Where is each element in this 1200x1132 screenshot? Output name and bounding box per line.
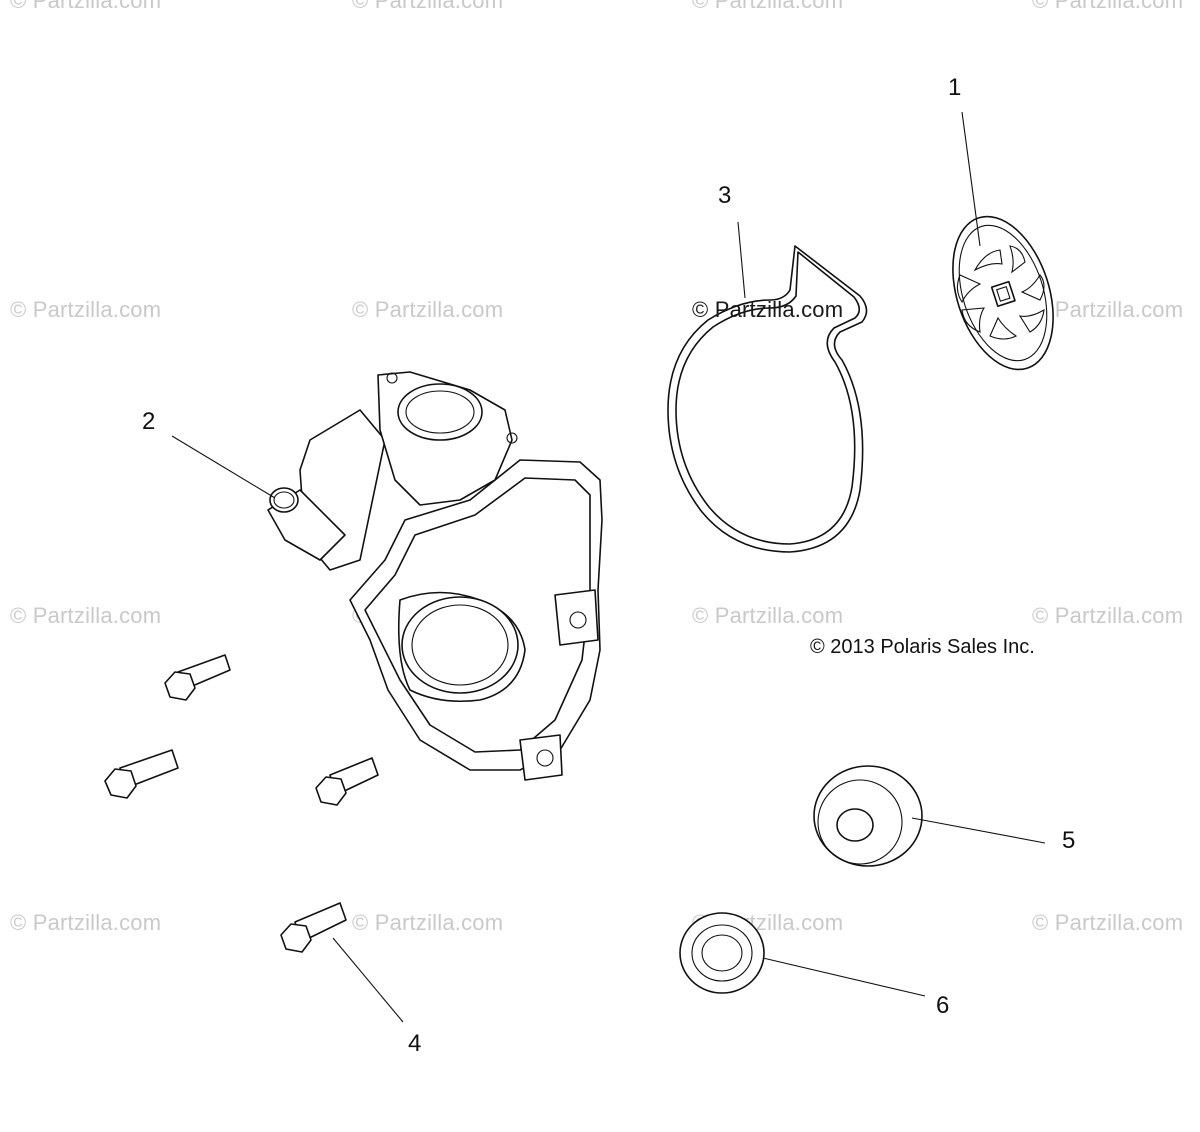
callout-6: 6 (936, 992, 950, 1019)
watermark: © Partzilla.com (10, 603, 162, 628)
callout-5: 5 (1062, 827, 1076, 854)
bolt (104, 749, 179, 799)
watermark: © Partzilla.com (10, 0, 162, 13)
watermark: © Partzilla.com (352, 0, 504, 13)
callout-2: 2 (142, 408, 156, 435)
bolt (280, 902, 347, 953)
watermark: © Partzilla.com (10, 910, 162, 935)
watermark: © Partzilla.com (1032, 297, 1184, 322)
oil-seal (679, 912, 765, 994)
leader-line-4 (332, 937, 404, 1023)
o-ring-gasket (667, 245, 868, 553)
copyright-text: © 2013 Polaris Sales Inc. (810, 636, 1035, 658)
watermark: © Partzilla.com (692, 603, 844, 628)
leader-line-2 (171, 435, 276, 499)
watermark: © Partzilla.com (1032, 0, 1184, 13)
callout-1: 1 (948, 74, 962, 101)
leader-line-5 (911, 817, 1046, 844)
callout-3: 3 (718, 182, 732, 209)
bolt (315, 757, 379, 806)
watermark: © Partzilla.com (10, 297, 162, 322)
impeller (952, 215, 1054, 371)
leader-line-6 (762, 957, 926, 997)
watermark: © Partzilla.com (352, 297, 504, 322)
leader-line-3 (737, 221, 746, 299)
water-pump-cover (267, 371, 603, 781)
watermark: © Partzilla.com (352, 910, 504, 935)
bolt (164, 654, 231, 701)
callout-4: 4 (408, 1030, 422, 1057)
watermark: © Partzilla.com (1032, 910, 1184, 935)
leader-line-1 (961, 111, 981, 247)
watermark-center: © Partzilla.com (692, 297, 844, 322)
mechanical-seal (813, 765, 923, 867)
watermark: © Partzilla.com (692, 0, 844, 13)
watermark: © Partzilla.com (1032, 603, 1184, 628)
